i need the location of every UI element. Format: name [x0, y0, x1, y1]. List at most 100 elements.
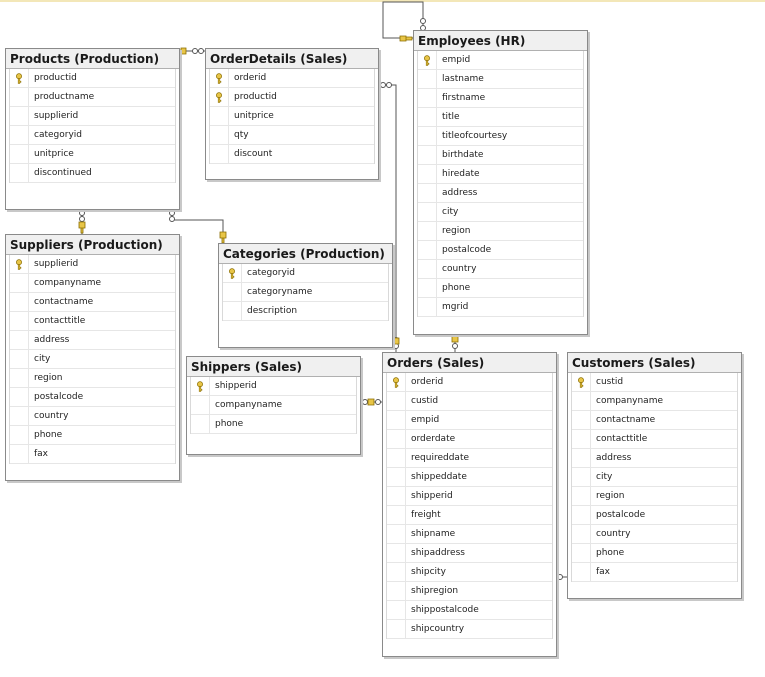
column-row[interactable]: phone	[10, 426, 175, 445]
column-row[interactable]: fax	[572, 563, 737, 582]
row-selector	[387, 525, 406, 543]
column-row[interactable]: city	[418, 203, 583, 222]
column-row[interactable]: postalcode	[418, 241, 583, 260]
column-row[interactable]: companyname	[191, 396, 356, 415]
column-row[interactable]: shipcity	[387, 563, 552, 582]
column-row[interactable]: discontinued	[10, 164, 175, 183]
column-row[interactable]: supplierid	[10, 255, 175, 274]
column-row[interactable]: address	[10, 331, 175, 350]
column-row[interactable]: country	[10, 407, 175, 426]
column-name: contactname	[596, 415, 656, 425]
column-row[interactable]: hiredate	[418, 165, 583, 184]
column-row[interactable]: supplierid	[10, 107, 175, 126]
column-row[interactable]: phone	[572, 544, 737, 563]
column-row[interactable]: unitprice	[210, 107, 374, 126]
column-row[interactable]: empid	[418, 51, 583, 70]
column-row[interactable]: unitprice	[10, 145, 175, 164]
column-row[interactable]: companyname	[10, 274, 175, 293]
column-row[interactable]: orderid	[387, 373, 552, 392]
many-end-icon	[79, 210, 85, 216]
column-row[interactable]: freight	[387, 506, 552, 525]
column-row[interactable]: contactname	[572, 411, 737, 430]
column-row[interactable]: categoryid	[223, 264, 388, 283]
column-row[interactable]: city	[572, 468, 737, 487]
column-row[interactable]: orderdate	[387, 430, 552, 449]
column-name: address	[596, 453, 632, 463]
column-row[interactable]: shipaddress	[387, 544, 552, 563]
column-row[interactable]: contacttitle	[10, 312, 175, 331]
column-row[interactable]: shipname	[387, 525, 552, 544]
row-selector	[387, 506, 406, 524]
column-row[interactable]: postalcode	[572, 506, 737, 525]
column-row[interactable]: region	[418, 222, 583, 241]
column-row[interactable]: contactname	[10, 293, 175, 312]
column-row[interactable]: discount	[210, 145, 374, 164]
column-row[interactable]: custid	[387, 392, 552, 411]
row-selector	[10, 274, 29, 292]
column-row[interactable]: productid	[210, 88, 374, 107]
column-name: shipperid	[215, 381, 257, 391]
row-selector	[210, 69, 229, 87]
column-row[interactable]: country	[418, 260, 583, 279]
column-row[interactable]: contacttitle	[572, 430, 737, 449]
column-row[interactable]: categoryname	[223, 283, 388, 302]
column-row[interactable]: address	[572, 449, 737, 468]
column-row[interactable]: birthdate	[418, 146, 583, 165]
column-row[interactable]: phone	[191, 415, 356, 434]
column-row[interactable]: description	[223, 302, 388, 321]
column-row[interactable]: lastname	[418, 70, 583, 89]
column-row[interactable]: country	[572, 525, 737, 544]
column-row[interactable]: region	[572, 487, 737, 506]
row-selector	[10, 293, 29, 311]
column-name: region	[34, 373, 63, 383]
many-end-icon	[362, 399, 368, 405]
column-row[interactable]: categoryid	[10, 126, 175, 145]
row-selector	[418, 108, 437, 126]
column-name: discount	[234, 149, 273, 159]
column-row[interactable]: custid	[572, 373, 737, 392]
column-row[interactable]: productname	[10, 88, 175, 107]
column-row[interactable]: shipregion	[387, 582, 552, 601]
column-row[interactable]: shipperid	[191, 377, 356, 396]
row-selector	[10, 126, 29, 144]
table-title: Employees (HR)	[414, 31, 587, 51]
column-row[interactable]: firstname	[418, 89, 583, 108]
column-row[interactable]: titleofcourtesy	[418, 127, 583, 146]
column-row[interactable]: phone	[418, 279, 583, 298]
column-row[interactable]: orderid	[210, 69, 374, 88]
column-row[interactable]: shippostalcode	[387, 601, 552, 620]
column-row[interactable]: shipcountry	[387, 620, 552, 639]
column-row[interactable]: productid	[10, 69, 175, 88]
row-selector	[387, 373, 406, 391]
column-row[interactable]: address	[418, 184, 583, 203]
row-selector	[572, 544, 591, 562]
column-name: contactname	[34, 297, 94, 307]
column-row[interactable]: mgrid	[418, 298, 583, 317]
column-row[interactable]: city	[10, 350, 175, 369]
column-name: description	[247, 306, 298, 316]
column-row[interactable]: shippeddate	[387, 468, 552, 487]
row-selector	[387, 544, 406, 562]
column-name: phone	[215, 419, 244, 429]
column-row[interactable]: empid	[387, 411, 552, 430]
column-row[interactable]: fax	[10, 445, 175, 464]
column-row[interactable]: title	[418, 108, 583, 127]
column-row[interactable]: companyname	[572, 392, 737, 411]
column-row[interactable]: shipperid	[387, 487, 552, 506]
column-name: companyname	[34, 278, 102, 288]
column-row[interactable]: requireddate	[387, 449, 552, 468]
column-name: categoryid	[247, 268, 295, 278]
column-row[interactable]: qty	[210, 126, 374, 145]
column-row[interactable]: region	[10, 369, 175, 388]
column-row[interactable]: postalcode	[10, 388, 175, 407]
many-end-icon	[386, 82, 392, 88]
